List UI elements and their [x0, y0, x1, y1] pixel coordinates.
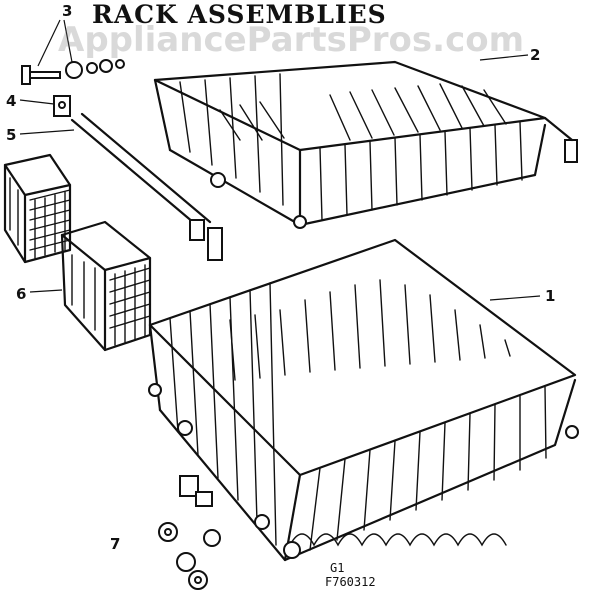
diagram-code-line1: G1: [330, 561, 345, 575]
part-7-roller-kit: [158, 475, 221, 590]
part-3-hardware: [21, 59, 125, 85]
upper-rack: [153, 60, 578, 229]
lower-rack: [148, 238, 579, 562]
page-title: RACK ASSEMBLIES: [92, 0, 387, 29]
callout-6: 6: [16, 285, 27, 303]
diagram-code-line2: F760312: [325, 575, 376, 589]
leader-lines: [19, 19, 541, 301]
callout-7: 7: [110, 535, 121, 553]
part-4-clip: [53, 95, 71, 117]
callout-1: 1: [545, 287, 556, 305]
callout-4: 4: [6, 92, 17, 110]
part-6-silverware-baskets: [3, 153, 152, 352]
callout-5: 5: [6, 126, 17, 144]
callout-2: 2: [530, 46, 541, 64]
watermark-text: AppliancePartsPros.com: [58, 20, 525, 60]
callout-3: 3: [62, 2, 73, 20]
part-5-rail: [70, 112, 223, 261]
